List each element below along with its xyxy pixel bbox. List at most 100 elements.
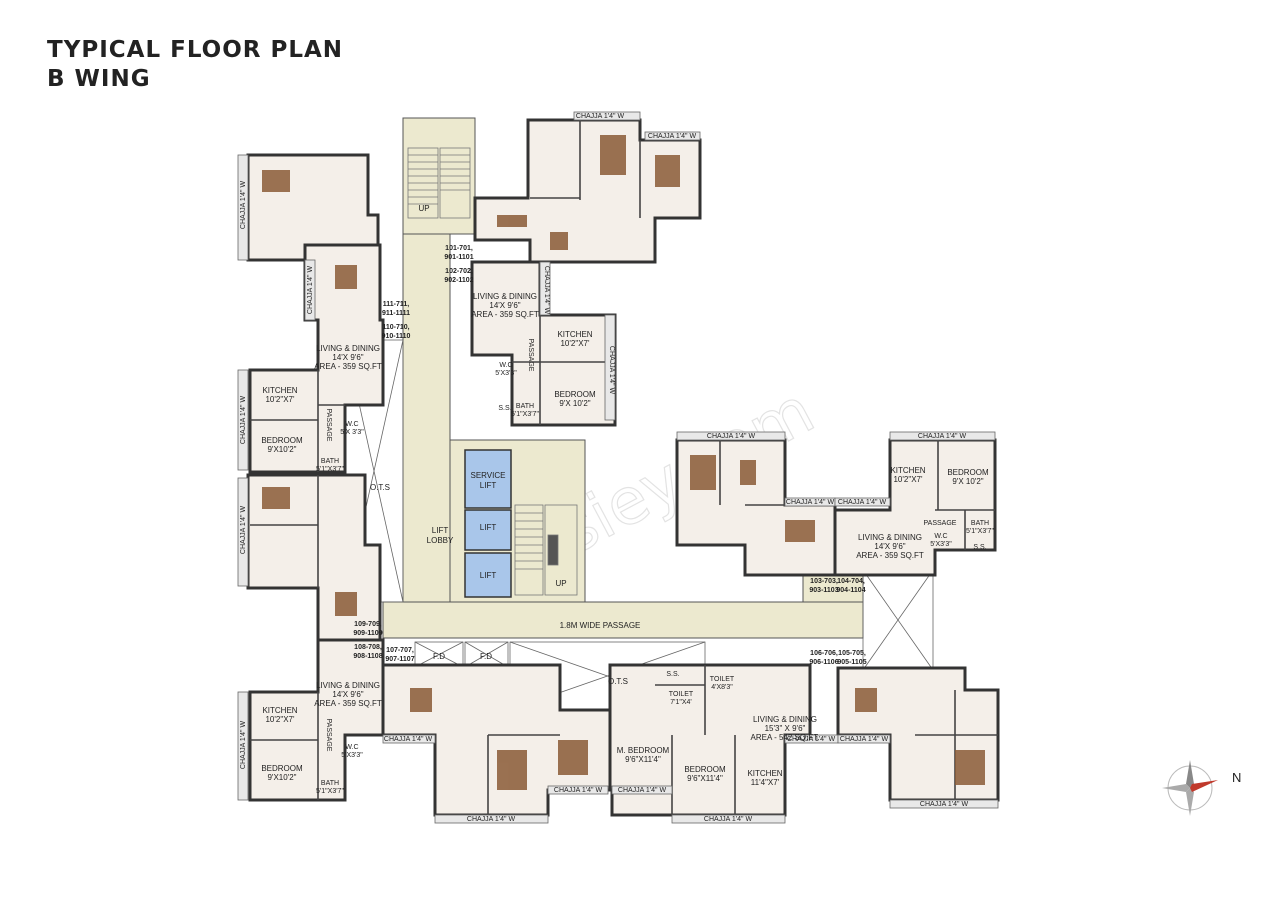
bath-102-b: 5'1"X3'7" — [511, 411, 539, 418]
unit-no-110-b: 910-1110 — [382, 333, 411, 340]
passage-108: PASSAGE — [325, 719, 332, 752]
kitchen-110-b: 10'2"X7' — [265, 395, 295, 404]
service-lift-label-1: SERVICE — [471, 471, 506, 480]
bedroom-104-a: BEDROOM — [947, 468, 989, 477]
stair-south — [514, 504, 578, 596]
chajja-label-20: CHAJJA 1'4" W — [838, 499, 887, 506]
unit-no-104-a: 104-704, — [837, 578, 865, 585]
kitchen-102-b: 10'2"X7' — [560, 339, 590, 348]
bath-110-a: BATH — [321, 458, 339, 465]
lift-1 — [464, 509, 512, 551]
wc-104-b: 5'X3'3" — [930, 541, 952, 548]
living-102-c: AREA - 359 SQ.FT — [471, 310, 539, 319]
kitchen-106-b: 11'4"X7' — [751, 778, 780, 787]
bedroom-106-a: BEDROOM — [684, 765, 726, 774]
lift-label-1: LIFT — [480, 523, 497, 532]
chajja-label-10: CHAJJA 1'4" W — [384, 736, 433, 743]
unit-no-103-b: 903-1103 — [809, 587, 838, 594]
bedroom-102-b: 9'X 10'2" — [559, 399, 590, 408]
chajja-label-8: CHAJJA 1'4" W — [240, 506, 247, 555]
chajja-label-21: CHAJJA 1'4" W — [918, 433, 967, 440]
mbedroom-106-a: M. BEDROOM — [617, 746, 670, 755]
lift-lobby-label-2: LOBBY — [427, 536, 454, 545]
service-lift-label-2: LIFT — [480, 481, 497, 490]
kitchen-108-a: KITCHEN — [262, 706, 297, 715]
toilet-106-d: 7'1"X4' — [670, 699, 692, 706]
up-label-north: UP — [418, 204, 429, 213]
living-102-b: 14'X 9'6" — [489, 301, 520, 310]
kitchen-104-a: KITCHEN — [890, 466, 925, 475]
chajja-label-6: CHAJJA 1'4" W — [608, 346, 615, 395]
corridor-west — [402, 233, 451, 603]
unit-no-105-b: 905-1105 — [837, 659, 866, 666]
toilet-106-b: 4'X8'3" — [711, 684, 733, 691]
living-106-a: LIVING & DINING — [753, 715, 817, 724]
unit-no-102-a: 102-702, — [445, 268, 473, 275]
passage-102: PASSAGE — [527, 339, 534, 372]
unit-no-109-a: 109-709, — [354, 621, 382, 628]
bedroom-106-b: 9'6"X11'4" — [687, 774, 723, 783]
unit-no-110-a: 110-710, — [382, 324, 409, 331]
stair-north — [407, 147, 471, 219]
chajja-label-11: CHAJJA 1'4" W — [554, 787, 603, 794]
compass-north-label: N — [1232, 770, 1241, 785]
partitions — [250, 120, 998, 815]
chajja-label-4: CHAJJA 1'4" W — [307, 266, 314, 315]
wc-110-b: 5'X 3'3" — [340, 429, 364, 436]
ss-106: S.S. — [666, 671, 679, 678]
unit-no-104-b: 904-1104 — [836, 587, 865, 594]
unit-numbers: 101-701, 901-1101 102-702, 902-1102 111-… — [353, 245, 866, 666]
lift-label-2: LIFT — [480, 571, 497, 580]
bath-108-a: BATH — [321, 780, 339, 787]
wc-104-a: W.C — [934, 533, 947, 540]
unit-no-107-a: 107-707, — [386, 647, 414, 654]
unit-no-105-a: 105-705, — [838, 650, 866, 657]
north-arrow-icon — [1190, 780, 1218, 792]
ss-104: S.S. — [973, 544, 986, 551]
living-108-a: LIVING & DINING — [316, 681, 380, 690]
wc-102-a: W.C — [499, 362, 512, 369]
fire-duct-label-1: F.D — [433, 652, 445, 661]
lifts — [464, 449, 512, 598]
chajja-label-14: CHAJJA 1'4" W — [704, 816, 753, 823]
wc-102-b: 5'X3'3" — [495, 370, 517, 377]
unit-104 — [833, 438, 997, 577]
bath-104-a: BATH — [971, 520, 989, 527]
furniture — [262, 135, 985, 790]
chajja-label-9: CHAJJA 1'4" W — [240, 721, 247, 770]
chajja-label-7: CHAJJA 1'4" W — [240, 396, 247, 445]
living-104-b: 14'X 9'6" — [874, 542, 905, 551]
wc-108-a: W.C — [345, 744, 358, 751]
bedroom-102-a: BEDROOM — [554, 390, 596, 399]
living-108-b: 14'X 9'6" — [332, 690, 363, 699]
bedroom-110-a: BEDROOM — [261, 436, 303, 445]
apartments — [246, 118, 1000, 817]
wc-108-b: 5'X3'3" — [341, 752, 363, 759]
chajja-label-17: CHAJJA 1'4" W — [920, 801, 969, 808]
kitchen-102-a: KITCHEN — [557, 330, 592, 339]
chajja-label-15: CHAJJA 1'4" W — [787, 736, 836, 743]
chajja-label-2: CHAJJA 1'4" W — [648, 133, 697, 140]
bath-104-b: 5'1"X3'7" — [966, 528, 994, 535]
living-110-c: AREA - 359 SQ.FT — [314, 362, 382, 371]
passage-110: PASSAGE — [325, 409, 332, 442]
chajja-ledges — [237, 111, 999, 824]
chajja-label-18: CHAJJA 1'4" W — [707, 433, 756, 440]
unit-no-109-b: 909-1109 — [353, 630, 382, 637]
unit-no-101-b: 901-1101 — [444, 254, 473, 261]
toilet-106-a: TOILET — [710, 676, 735, 683]
chajja-label-1: CHAJJA 1'4" W — [576, 113, 625, 120]
unit-no-108-b: 908-1108 — [353, 653, 382, 660]
unit-no-106-a: 106-706, — [810, 650, 838, 657]
unit-no-111-a: 111-711, — [383, 301, 410, 308]
living-106-b: 15'3" X 9'6" — [765, 724, 806, 733]
plan-title: TYPICAL FLOOR PLAN B WING — [47, 36, 343, 94]
living-110-b: 14'X 9'6" — [332, 353, 363, 362]
ss-102: S.S. — [498, 405, 511, 412]
room-labels: LIVING & DINING 14'X 9'6" AREA - 359 SQ.… — [261, 292, 994, 795]
unit-110 — [248, 243, 385, 474]
main-passage-label: 1.8M WIDE PASSAGE — [560, 621, 641, 630]
unit-no-106-b: 906-1106 — [809, 659, 838, 666]
passage-104: PASSAGE — [924, 520, 957, 527]
chajja-label-3: CHAJJA 1'4" W — [240, 181, 247, 230]
